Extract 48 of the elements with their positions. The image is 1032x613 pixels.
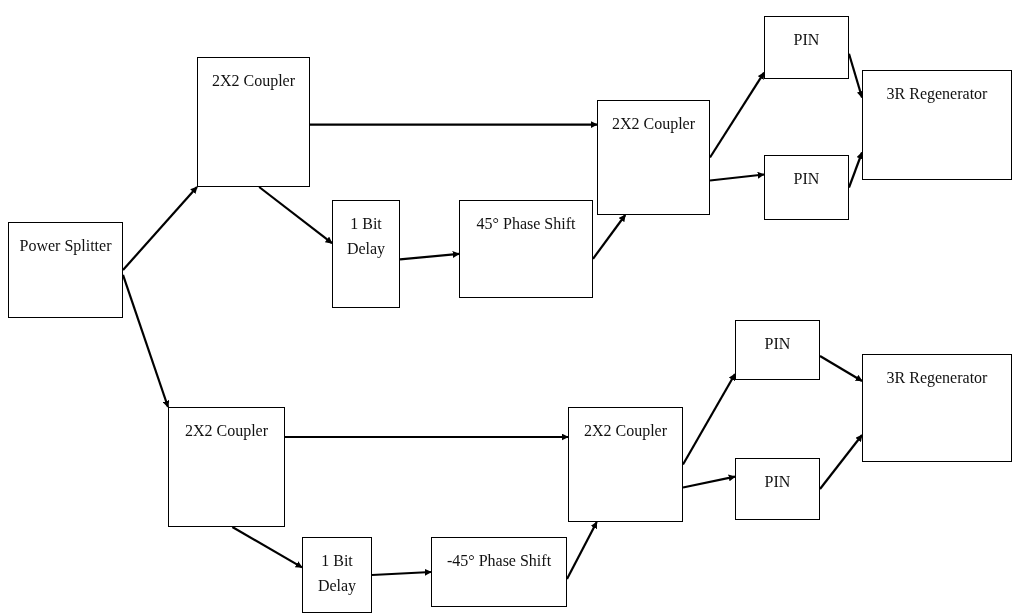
process-box xyxy=(168,407,285,527)
arrow xyxy=(371,568,432,577)
arrow xyxy=(566,521,598,580)
box-label: PIN xyxy=(793,30,820,50)
process-box xyxy=(862,70,1012,180)
process-box xyxy=(459,200,593,298)
process-box xyxy=(735,320,820,380)
box-label: 3R Regenerator xyxy=(886,368,988,389)
arrow xyxy=(122,186,198,271)
process-box xyxy=(735,458,820,520)
process-box xyxy=(568,407,683,522)
process-box xyxy=(597,100,710,215)
box-label: -45° Phase Shift xyxy=(446,551,552,571)
process-box xyxy=(332,200,400,308)
box-label: 2X2 Coupler xyxy=(184,421,269,442)
box-label: PIN xyxy=(793,169,820,189)
arrow xyxy=(285,433,569,441)
box-label: 2X2 Coupler xyxy=(583,421,668,442)
process-box xyxy=(764,155,849,220)
process-box xyxy=(8,222,123,318)
box-label: PIN xyxy=(764,472,791,492)
arrow xyxy=(847,151,864,188)
box-label: 2X2 Coupler xyxy=(611,114,696,135)
arrow xyxy=(682,373,736,466)
arrow xyxy=(399,251,460,261)
arrow xyxy=(819,434,863,490)
arrow xyxy=(258,186,333,245)
process-box xyxy=(302,537,372,613)
process-box xyxy=(197,57,310,187)
arrow xyxy=(310,121,598,129)
box-label: 3R Regenerator xyxy=(886,84,988,105)
box-label: PIN xyxy=(764,334,791,354)
box-label: 1 Bit Delay xyxy=(345,214,387,260)
arrow xyxy=(121,274,170,408)
arrow xyxy=(592,214,627,260)
process-box xyxy=(431,537,567,607)
box-label: 45° Phase Shift xyxy=(476,214,576,234)
box-label: 1 Bit Delay xyxy=(316,551,358,597)
arrow xyxy=(819,355,863,382)
arrow xyxy=(231,526,303,569)
arrow xyxy=(709,72,765,159)
arrow xyxy=(709,171,765,182)
box-label: Power Splitter xyxy=(19,236,112,257)
process-box xyxy=(764,16,849,79)
arrow xyxy=(847,53,864,99)
box-label: 2X2 Coupler xyxy=(211,71,296,92)
arrow xyxy=(682,474,736,489)
process-box xyxy=(862,354,1012,462)
